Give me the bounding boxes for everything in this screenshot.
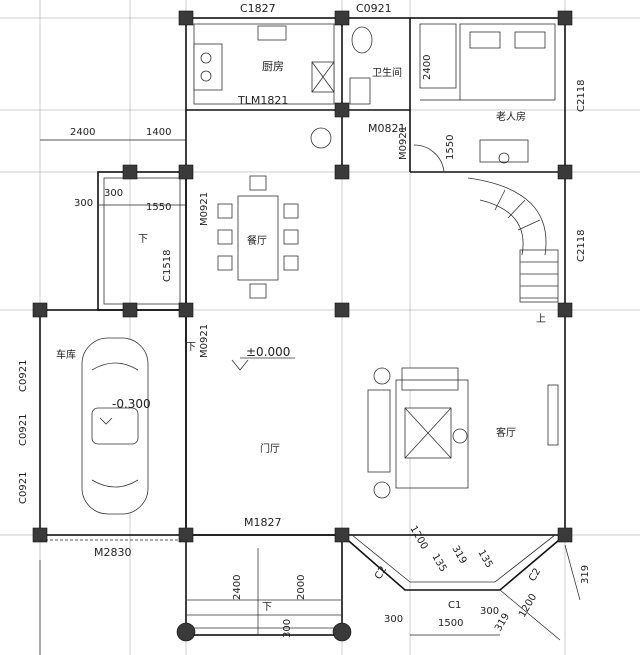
dim-300-d: 300 [480,606,499,617]
label-c1827: C1827 [240,2,276,15]
label-c1518: C1518 [162,250,173,282]
opening-labels: C1827 C0921 TLM1821 M0821 M0921 M0921 M0… [18,2,587,611]
columns [32,10,573,642]
label-c2118-a: C2118 [576,80,587,112]
level-main: ±0.000 [246,345,290,359]
label-m1827: M1827 [244,516,282,529]
dim-1200-b: 1200 [517,592,539,620]
label-m0921-dining: M0921 [199,192,210,226]
label-m0921-bath: M0921 [398,126,409,160]
dimension-lines [39,99,581,655]
label-c0921-g2: C0921 [18,414,29,446]
dim-300-a: 300 [74,198,93,209]
dim-2400-bed: 2400 [422,55,433,80]
dim-1200: 1200 [407,524,429,552]
label-c0921-g1: C0921 [18,360,29,392]
bathroom-fixtures [310,26,373,149]
room-kitchen: 厨房 [262,60,284,73]
dimension-labels: 2400 1400 300 300 1550 2400 1550 1200 13… [70,55,591,638]
direction-markers: 下 下 上 下 [138,234,546,613]
dim-135-a: 135 [429,552,448,574]
dim-1400: 1400 [146,127,171,138]
dim-135-b: 135 [475,548,494,570]
room-labels: 厨房 卫生间 老人房 餐厅 车库 门厅 客厅 [56,60,526,455]
label-c1: C1 [448,600,461,611]
level-labels: ±0.000 -0.300 [112,345,290,411]
dim-300-stair: 300 [282,619,293,638]
marker-down-garage: 下 [186,342,196,353]
label-m0921-garage: M0921 [199,324,210,358]
room-garage: 车库 [56,348,76,361]
dim-1550: 1550 [146,202,171,213]
room-foyer: 门厅 [260,442,280,455]
label-tlm1821: TLM1821 [237,94,288,107]
dim-1550-bed: 1550 [445,135,456,160]
label-c2118-b: C2118 [576,230,587,262]
label-c0921-g3: C0921 [18,472,29,504]
room-bathroom: 卫生间 [372,66,402,79]
car-symbol [81,337,149,515]
dim-319-a: 319 [449,544,468,566]
room-dining: 餐厅 [247,234,267,247]
staircase [467,177,559,303]
label-m2830: M2830 [94,546,132,559]
bedroom-furniture [413,23,556,173]
room-living: 客厅 [496,426,516,439]
dining-set [217,175,299,299]
level-markers [99,357,295,425]
marker-up-stair: 上 [536,313,546,325]
dim-2400-bottom: 2400 [232,575,243,600]
living-sofa-set [367,367,559,499]
marker-down-balcony: 下 [138,234,148,245]
dim-1500: 1500 [438,618,463,629]
dim-2400-top: 2400 [70,127,95,138]
walls [39,17,566,636]
label-c2-left: C2 [373,564,389,581]
room-elder: 老人房 [496,110,526,123]
label-c2-right: C2 [527,566,543,583]
kitchen-fixtures [193,23,335,105]
label-m0821: M0821 [368,122,406,135]
level-garage: -0.300 [112,397,151,411]
marker-down-porch: 下 [262,602,272,613]
dim-300-b: 300 [104,188,123,199]
label-c0921-top: C0921 [356,2,392,15]
dim-319-c: 319 [580,565,591,584]
dim-300-c: 300 [384,614,403,625]
dim-2000: 2000 [296,575,307,600]
